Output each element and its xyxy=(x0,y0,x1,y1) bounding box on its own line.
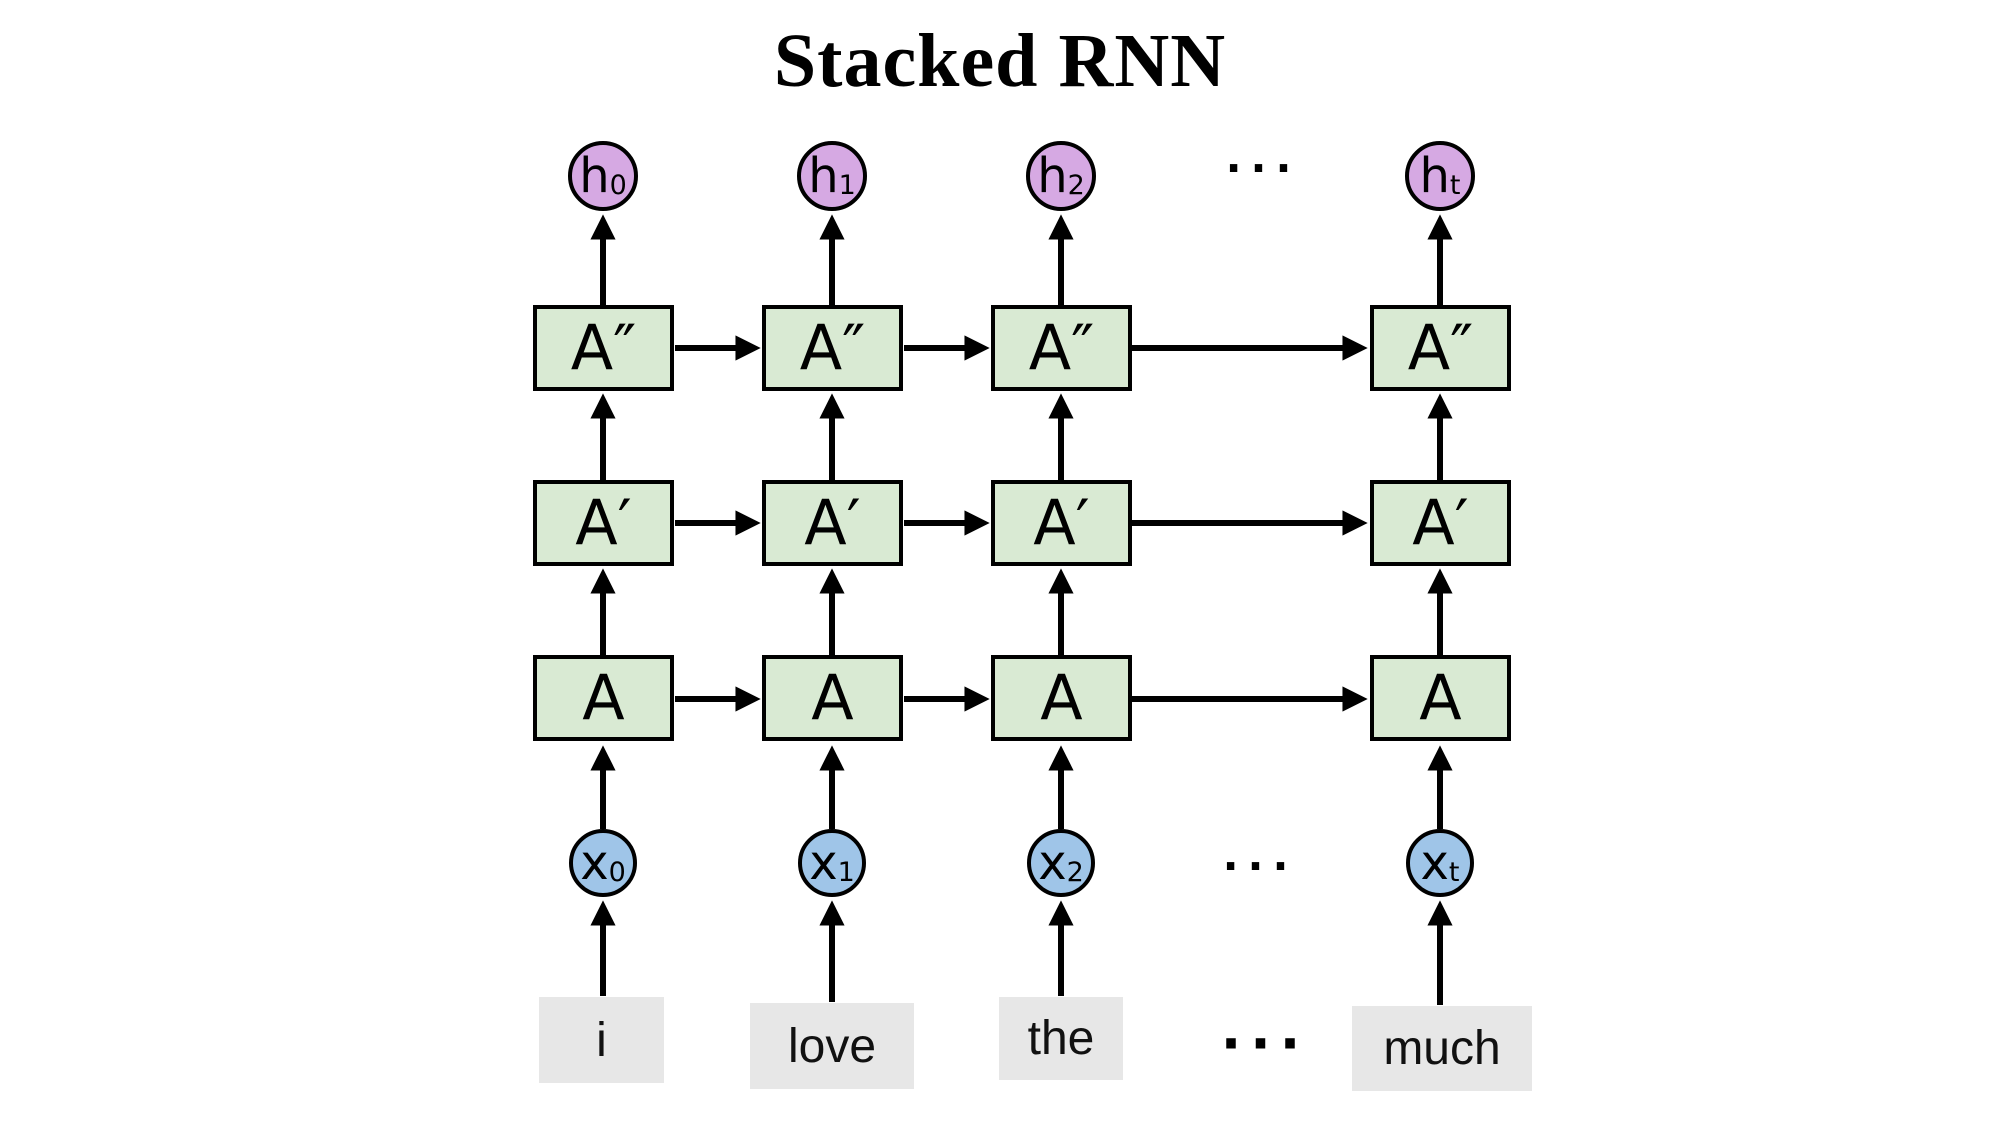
output-node-label: h xyxy=(808,148,839,204)
cell-label: A xyxy=(1419,661,1462,734)
word-box-love: love xyxy=(750,1003,914,1089)
cell-layer2-col0: A′ xyxy=(533,480,674,566)
word-box-i: i xyxy=(539,997,664,1083)
cell-layer1-col1: A xyxy=(762,655,903,741)
cell-layer2-colt: A′ xyxy=(1370,480,1511,566)
input-node-label: x xyxy=(1038,835,1067,891)
cell-layer1-col0: A xyxy=(533,655,674,741)
cell-layer1-colt: A xyxy=(1370,655,1511,741)
output-node-label: h xyxy=(1419,148,1450,204)
cell-label: A′ xyxy=(1033,486,1090,559)
cell-label: A″ xyxy=(1028,311,1095,384)
cell-layer2-col1: A′ xyxy=(762,480,903,566)
cell-layer3-colt: A″ xyxy=(1370,305,1511,391)
ellipsis-words: ··· xyxy=(1220,1012,1310,1076)
cell-label: A′ xyxy=(1412,486,1469,559)
output-node-label: h xyxy=(1037,148,1068,204)
cell-label: A′ xyxy=(804,486,861,559)
cell-label: A xyxy=(811,661,854,734)
cell-layer3-col0: A″ xyxy=(533,305,674,391)
cell-layer2-col2: A′ xyxy=(991,480,1132,566)
cell-label: A xyxy=(582,661,625,734)
output-node-label: h xyxy=(579,148,610,204)
cell-label: A″ xyxy=(1407,311,1474,384)
word-box-much: much xyxy=(1352,1006,1532,1091)
input-node-label: x xyxy=(1420,835,1449,891)
cell-layer3-col2: A″ xyxy=(991,305,1132,391)
ellipsis-inputs: ··· xyxy=(1222,841,1298,891)
cell-label: A xyxy=(1040,661,1083,734)
word-box-the: the xyxy=(999,997,1123,1080)
cell-label: A″ xyxy=(570,311,637,384)
cell-label: A″ xyxy=(799,311,866,384)
input-node-label: x xyxy=(580,835,609,891)
input-node-label: x xyxy=(809,835,838,891)
cell-layer1-col2: A xyxy=(991,655,1132,741)
cell-layer3-col1: A″ xyxy=(762,305,903,391)
diagram-title: Stacked RNN xyxy=(773,19,1227,103)
cell-label: A′ xyxy=(575,486,632,559)
ellipsis-outputs: ··· xyxy=(1225,143,1301,193)
